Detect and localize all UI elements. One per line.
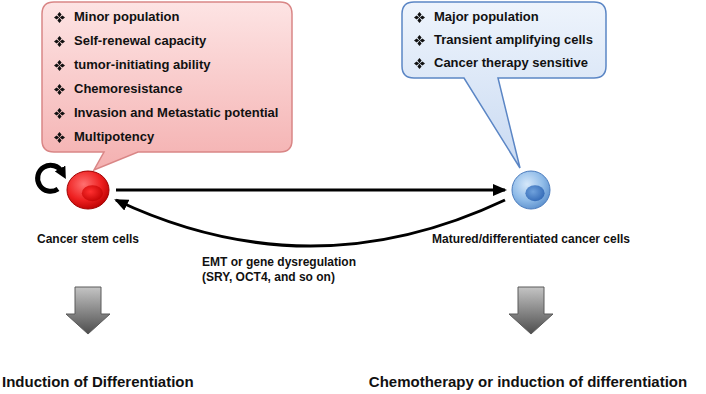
bullet-text: Major population	[434, 8, 594, 26]
bullet-symbol	[54, 132, 65, 143]
bullet-row: Major population	[414, 8, 594, 26]
bullet-text: Multipotency	[74, 128, 280, 146]
feature-callout: Minor populationSelf-renewal capacity tum…	[42, 2, 292, 152]
bullet-text: Cancer therapy sensitive	[434, 54, 594, 72]
bullet-symbol	[54, 84, 65, 95]
cell-icon	[66, 170, 110, 210]
feature-callout: Major populationTransient amplifying cel…	[402, 2, 606, 78]
edge-group	[66, 190, 553, 334]
bullet-row: Cancer therapy sensitive	[414, 54, 594, 72]
outcome-text: Chemotherapy or induction of differentia…	[369, 372, 687, 391]
cell-body	[512, 171, 550, 209]
bullet-shape	[414, 12, 425, 23]
bullet-row: Invasion and Metastatic potential	[54, 104, 280, 122]
bullet-row: tumor-initiating ability	[54, 56, 280, 74]
bullet-symbol	[54, 12, 65, 23]
bullet-row: Chemoresistance	[54, 80, 280, 98]
cell-node: Matured/differentiated cancer cells	[511, 170, 551, 210]
bullet-row: Multipotency	[54, 128, 280, 146]
cell-nucleus	[525, 185, 544, 201]
cell-body	[67, 171, 109, 209]
bullet-shape	[54, 132, 65, 143]
self-renewal-arrow	[38, 165, 62, 191]
cell-label: Cancer stem cells	[37, 232, 139, 247]
straight-connector	[116, 189, 505, 192]
bullet-row: Transient amplifying cells	[414, 31, 594, 49]
bullet-symbol	[54, 36, 65, 47]
bullet-text: tumor-initiating ability	[74, 56, 280, 74]
bullet-shape	[54, 108, 65, 119]
bullet-shape	[414, 58, 425, 69]
bullet-shape	[54, 60, 65, 71]
bullet-symbol	[414, 58, 425, 69]
bullet-shape	[54, 84, 65, 95]
cell-label: Matured/differentiated cancer cells	[432, 232, 630, 247]
callout-shape	[402, 2, 606, 168]
cell-node: Cancer stem cells	[66, 170, 110, 210]
outcome-label: Chemotherapy or induction of differentia…	[369, 372, 687, 391]
bullet-shape	[54, 12, 65, 23]
bullet-shape	[54, 36, 65, 47]
bullet-text: Self-renewal capacity	[74, 32, 280, 50]
bullet-shape	[414, 35, 425, 46]
bullet-text: Minor population	[74, 8, 280, 26]
bullet-symbol	[54, 60, 65, 71]
bullet-symbol	[414, 35, 425, 46]
bullet-symbol	[54, 108, 65, 119]
edge-label: EMT or gene dysregulation (SRY, OCT4, an…	[200, 255, 386, 285]
block-arrow	[509, 287, 553, 334]
bullet-row: Self-renewal capacity	[54, 32, 280, 50]
outcome-label: Induction of Differentiation	[2, 372, 194, 391]
bullet-row: Minor population	[54, 8, 280, 26]
bullet-text: Transient amplifying cells	[434, 31, 594, 49]
cell-icon	[511, 170, 551, 210]
block-arrow	[66, 287, 110, 334]
callout-shape	[42, 2, 292, 170]
bullet-symbol	[414, 12, 425, 23]
bullet-text: Chemoresistance	[74, 80, 280, 98]
bullet-text: Invasion and Metastatic potential	[74, 104, 280, 122]
cell-nucleus	[82, 185, 103, 201]
outcome-text: Induction of Differentiation	[2, 372, 194, 391]
